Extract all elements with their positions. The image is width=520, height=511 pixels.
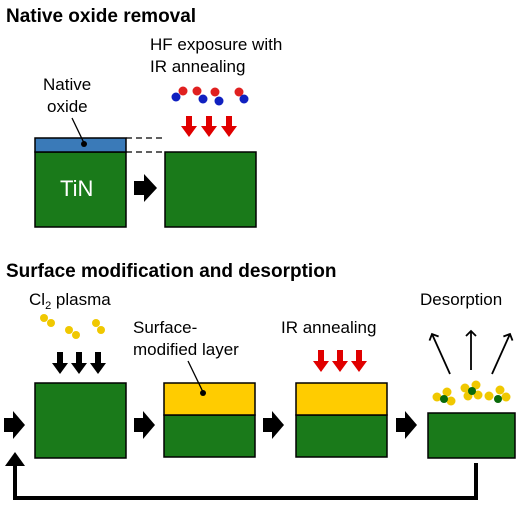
atom-yellow — [460, 383, 470, 393]
modified-layer-step2 — [163, 382, 256, 416]
modified-label-line2: modified layer — [133, 340, 239, 359]
black-down-arrow — [52, 352, 68, 374]
black-down-arrow — [90, 352, 106, 374]
tin-substrate-step3 — [295, 414, 388, 458]
cl2-arrows — [52, 352, 106, 374]
process-arrow — [134, 411, 155, 439]
atom-yellow — [495, 385, 505, 395]
atom-yellow — [97, 326, 105, 334]
atom-yellow — [432, 392, 442, 402]
desorption-arrow — [428, 332, 451, 375]
atom-blue — [171, 92, 181, 102]
desorption-arrows — [428, 329, 514, 375]
atom-yellow — [484, 391, 494, 401]
atom-red — [192, 86, 202, 96]
cycle-return-arrowhead — [5, 452, 25, 466]
atom-yellow — [40, 314, 48, 322]
modified-layer-step3 — [295, 382, 388, 416]
atom-yellow — [72, 331, 80, 339]
desorption-arrow — [491, 332, 514, 375]
atom-yellow — [92, 319, 100, 327]
atom-red — [234, 87, 244, 97]
process-arrow — [134, 174, 157, 202]
native-oxide-label-line2: oxide — [47, 97, 88, 116]
cl2-label-rest: plasma — [51, 290, 111, 309]
red-down-arrow — [313, 350, 329, 372]
cycle-return-line — [13, 462, 478, 500]
modified-leader-line — [187, 360, 204, 393]
atom-blue — [239, 94, 249, 104]
hf-molecules — [171, 86, 249, 106]
atom-yellow — [446, 396, 456, 406]
process-arrow — [396, 411, 417, 439]
atom-green — [494, 395, 502, 403]
black-down-arrow — [71, 352, 87, 374]
hf-arrows — [181, 116, 237, 137]
modified-leader-dot — [200, 390, 206, 396]
atom-green — [440, 395, 448, 403]
atom-yellow — [471, 380, 481, 390]
red-down-arrow — [332, 350, 348, 372]
atom-red — [178, 86, 188, 96]
atom-yellow — [65, 326, 73, 334]
red-down-arrow — [221, 116, 237, 137]
oxide-leader-dot — [81, 141, 87, 147]
red-down-arrow — [351, 350, 367, 372]
process-arrow — [263, 411, 284, 439]
native-oxide-layer — [34, 137, 127, 153]
cycle-entry-arrow — [4, 411, 25, 439]
cl-atoms — [40, 314, 105, 339]
atom-yellow — [442, 387, 452, 397]
atom-blue — [198, 94, 208, 104]
desorption-label: Desorption — [420, 290, 502, 309]
section2-title: Surface modification and desorption — [6, 261, 336, 282]
red-down-arrow — [181, 116, 197, 137]
hf-label-line2: IR annealing — [150, 57, 245, 76]
modified-label-line1: Surface- — [133, 318, 197, 337]
oxide-leader-line — [71, 117, 85, 144]
tin-substrate — [34, 151, 127, 228]
atom-blue — [214, 96, 224, 106]
tin-label: TiN — [60, 176, 93, 201]
section1-title: Native oxide removal — [6, 6, 196, 27]
hf-label-line1: HF exposure with — [150, 35, 282, 54]
atom-red — [210, 87, 220, 97]
cl2-label-sub: 2 — [45, 300, 51, 312]
ir-arrows — [313, 350, 367, 372]
cl2-label-main: Cl — [29, 290, 45, 309]
tin-substrate-step1 — [34, 382, 127, 459]
cl2-plasma-label: Cl2 plasma — [29, 290, 111, 312]
native-oxide-label-line1: Native — [43, 75, 91, 94]
atom-yellow — [501, 392, 511, 402]
atom-yellow — [473, 390, 483, 400]
ir-annealing-label: IR annealing — [281, 318, 376, 337]
cleaned-tin-substrate — [164, 151, 257, 228]
tin-substrate-step2 — [163, 414, 256, 458]
tin-substrate-step4 — [427, 412, 516, 459]
desorbed-molecules — [432, 380, 511, 406]
atom-green — [468, 387, 476, 395]
atom-yellow — [47, 319, 55, 327]
red-down-arrow — [201, 116, 217, 137]
